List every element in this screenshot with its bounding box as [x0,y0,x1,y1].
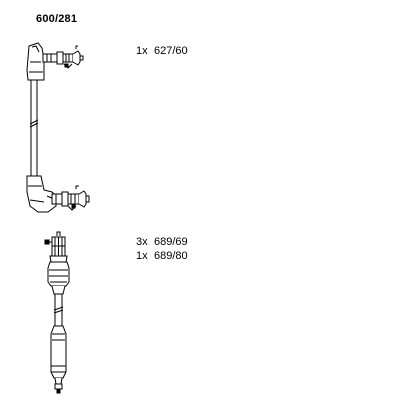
plug-lead-illustration [44,231,70,394]
plug-lead-lower-boot [50,325,67,385]
set-number: 600/281 [36,13,78,25]
part-list-lead: 1x 627/60 [136,44,188,58]
top-terminal [56,45,84,69]
bottom-angled-boot [26,175,63,213]
part-row: 3x 689/69 [136,235,188,249]
part-list-plug-leads: 3x 689/69 1x 689/80 [136,235,188,263]
part-row: 1x 627/60 [136,44,188,58]
plug-lead-terminal [44,231,68,263]
part-quantity: 3x [136,236,148,248]
part-quantity: 1x [136,250,148,262]
top-angled-boot [26,42,58,81]
part-row: 1x 689/80 [136,249,188,263]
plug-lead-cable [53,294,64,326]
bottom-terminal [61,185,90,211]
part-code: 627/60 [154,45,188,57]
plug-lead-upper-boot [47,261,70,295]
part-quantity: 1x [136,45,148,57]
part-code: 689/69 [154,236,188,248]
ignition-lead-illustration [26,42,90,213]
plug-lead-end-terminal [54,383,63,394]
part-code: 689/80 [154,250,188,262]
lead-cable [29,80,39,178]
